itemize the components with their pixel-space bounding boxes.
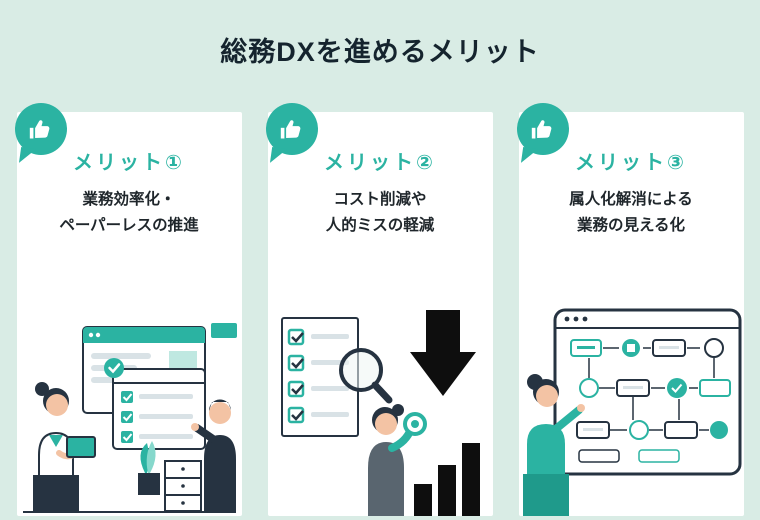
thumbs-up-icon (265, 103, 318, 155)
bar-chart (413, 443, 480, 516)
down-arrow (409, 310, 476, 396)
checklist-window (111, 368, 206, 450)
merit-description-3-line1: 属人化解消による (569, 191, 693, 208)
teal-tab (210, 323, 237, 338)
woman-figure (32, 382, 96, 513)
cost-reduction-illustration (268, 304, 493, 516)
merit-description-1: 業務効率化・ ペーパーレスの推進 (59, 187, 198, 240)
thumbs-up-icon (14, 103, 67, 155)
merit-card-2: メリット② コスト削減や 人的ミスの軽減 (265, 103, 493, 516)
plant (137, 441, 160, 495)
merit-label-3: メリット③ (575, 152, 687, 174)
merit-description-2-line2: 人的ミスの軽減 (325, 217, 435, 235)
thumbs-up-icon (516, 103, 569, 155)
page-title: 総務DXを進めるメリット (220, 37, 540, 67)
merit-label-1: メリット① (73, 152, 185, 174)
cards-row: メリット① 業務効率化・ ペーパーレスの推進 (0, 103, 760, 516)
merit-description-2: コスト削減や 人的ミスの軽減 (326, 187, 435, 240)
merit-description-3: 属人化解消による 業務の見える化 (569, 187, 693, 240)
merit-description-1-line1: 業務効率化・ (82, 191, 176, 208)
merit-description-2-line1: コスト削減や (333, 191, 427, 208)
merit-card-1: メリット① 業務効率化・ ペーパーレスの推進 (14, 103, 242, 516)
teamwork-illustration (17, 321, 242, 516)
flowchart-screen (553, 308, 741, 476)
merit-description-1-line2: ペーパーレスの推進 (59, 217, 199, 235)
person-figure (522, 374, 585, 516)
checklist-document (280, 317, 359, 437)
workflow-illustration (519, 304, 744, 516)
man-figure (190, 399, 236, 512)
magnifier-icon (338, 348, 392, 404)
check-circle (103, 358, 124, 378)
cabinet (163, 460, 202, 512)
person-figure (367, 404, 427, 516)
merit-card-3: メリット③ 属人化解消による 業務の見える化 (516, 103, 744, 516)
merit-label-2: メリット② (324, 152, 436, 174)
merit-description-3-line2: 業務の見える化 (576, 217, 686, 235)
